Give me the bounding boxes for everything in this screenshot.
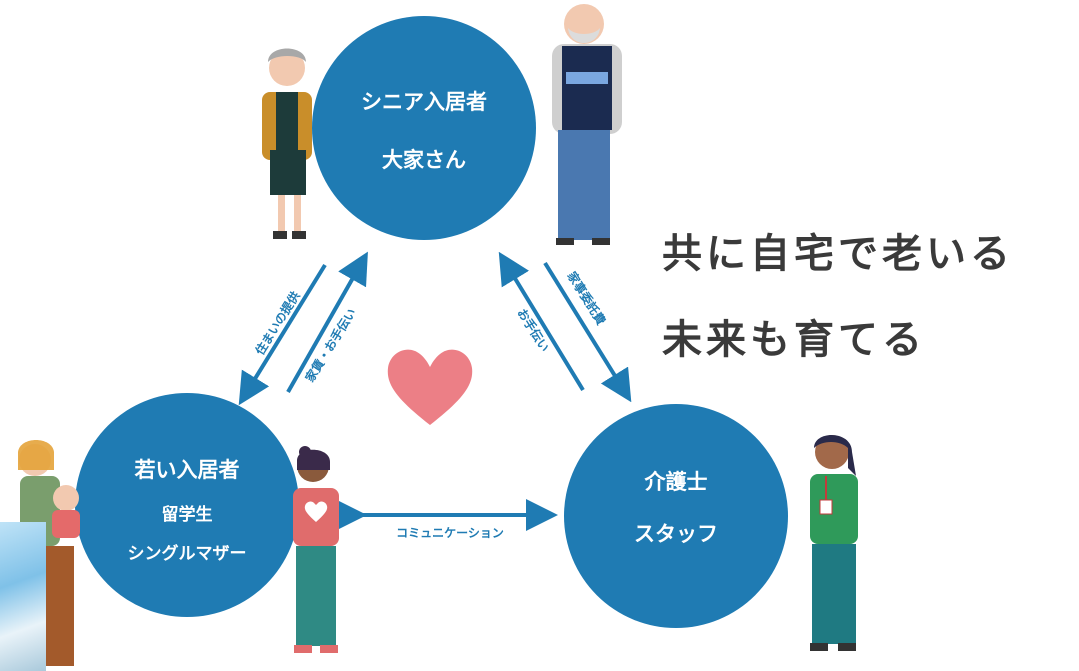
- staff-label: スタッフ: [596, 522, 756, 546]
- circle-caregiver: [564, 404, 788, 628]
- elderly-man-illustration: [552, 4, 622, 245]
- arrow-rent-help: [286, 251, 368, 393]
- label-housing-provision: 住まいの提供: [252, 289, 303, 358]
- senior-resident-line2: 大家さん: [382, 148, 466, 172]
- senior-resident-line1: シニア入居者: [361, 90, 487, 114]
- student-label: 留学生: [107, 505, 267, 525]
- elderly-woman-illustration: [262, 48, 312, 239]
- arrow-help: [498, 251, 585, 392]
- arrow-housework-fee: [543, 261, 632, 403]
- caregiver-illustration: [810, 434, 858, 651]
- corner-photo: [0, 522, 46, 671]
- circle-young: [75, 393, 299, 617]
- young-woman-illustration: [293, 446, 339, 653]
- caregiver-line1: 介護士: [644, 470, 708, 494]
- label-housework-fee: 家事委託費: [564, 269, 609, 328]
- arrow-housing-provision: [238, 263, 327, 406]
- young-resident-label: 若い入居者: [107, 458, 267, 482]
- circle-senior: [312, 16, 536, 240]
- caregiver-label: 介護士: [596, 470, 756, 494]
- caregiver-line2: スタッフ: [634, 522, 718, 546]
- heart-icon: [387, 349, 473, 425]
- landlord-label: 大家さん: [344, 148, 504, 172]
- tagline-line2: 未来も育てる: [662, 317, 926, 363]
- young-resident-line2: 留学生: [161, 505, 213, 525]
- label-communication: コミュニケーション: [396, 526, 504, 540]
- tagline-line1: 共に自宅で老いる: [662, 231, 1014, 277]
- shirt-heart-icon: [304, 501, 328, 522]
- senior-resident-label: シニア入居者: [344, 90, 504, 114]
- young-resident-line3: シングルマザー: [127, 544, 247, 564]
- young-resident-line1: 若い入居者: [134, 458, 240, 482]
- single-mother-label: シングルマザー: [107, 544, 267, 564]
